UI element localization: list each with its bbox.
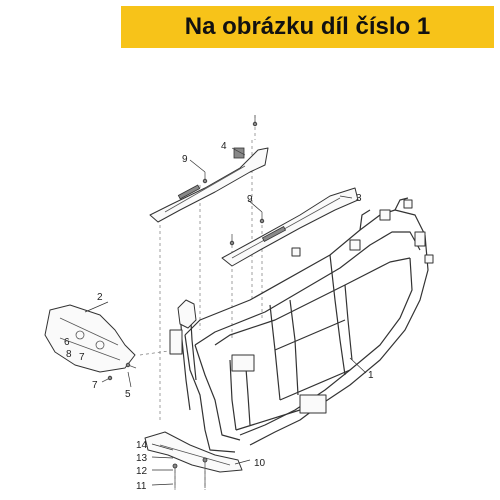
leader-lines — [84, 147, 367, 486]
callout-11: 11 — [136, 481, 147, 492]
callout-10: 10 — [254, 458, 266, 469]
main-frame — [169, 197, 434, 453]
title-banner: Na obrázku díl číslo 1 — [121, 6, 494, 48]
callout-4: 4 — [221, 141, 227, 152]
callout-labels: 1 2 3 4 5 6 7 7 8 9 9 10 11 12 13 14 — [64, 141, 374, 492]
callout-7b: 7 — [92, 380, 98, 391]
callout-14: 14 — [136, 440, 148, 451]
callout-6: 6 — [64, 337, 70, 348]
callout-9a: 9 — [182, 154, 188, 165]
lower-bracket — [144, 431, 243, 473]
callout-2: 2 — [97, 292, 103, 303]
callout-8: 8 — [66, 349, 72, 360]
callout-5: 5 — [125, 389, 131, 400]
callout-3: 3 — [356, 193, 362, 204]
callout-1: 1 — [368, 370, 374, 381]
callout-12: 12 — [136, 466, 148, 477]
page-title: Na obrázku díl číslo 1 — [184, 13, 431, 40]
side-rail-lower — [221, 187, 359, 267]
front-bracket — [44, 304, 136, 373]
side-rail-upper — [149, 147, 269, 223]
callout-9b: 9 — [247, 194, 253, 205]
callout-13: 13 — [136, 453, 148, 464]
callout-7a: 7 — [79, 352, 85, 363]
fasteners — [101, 115, 265, 488]
